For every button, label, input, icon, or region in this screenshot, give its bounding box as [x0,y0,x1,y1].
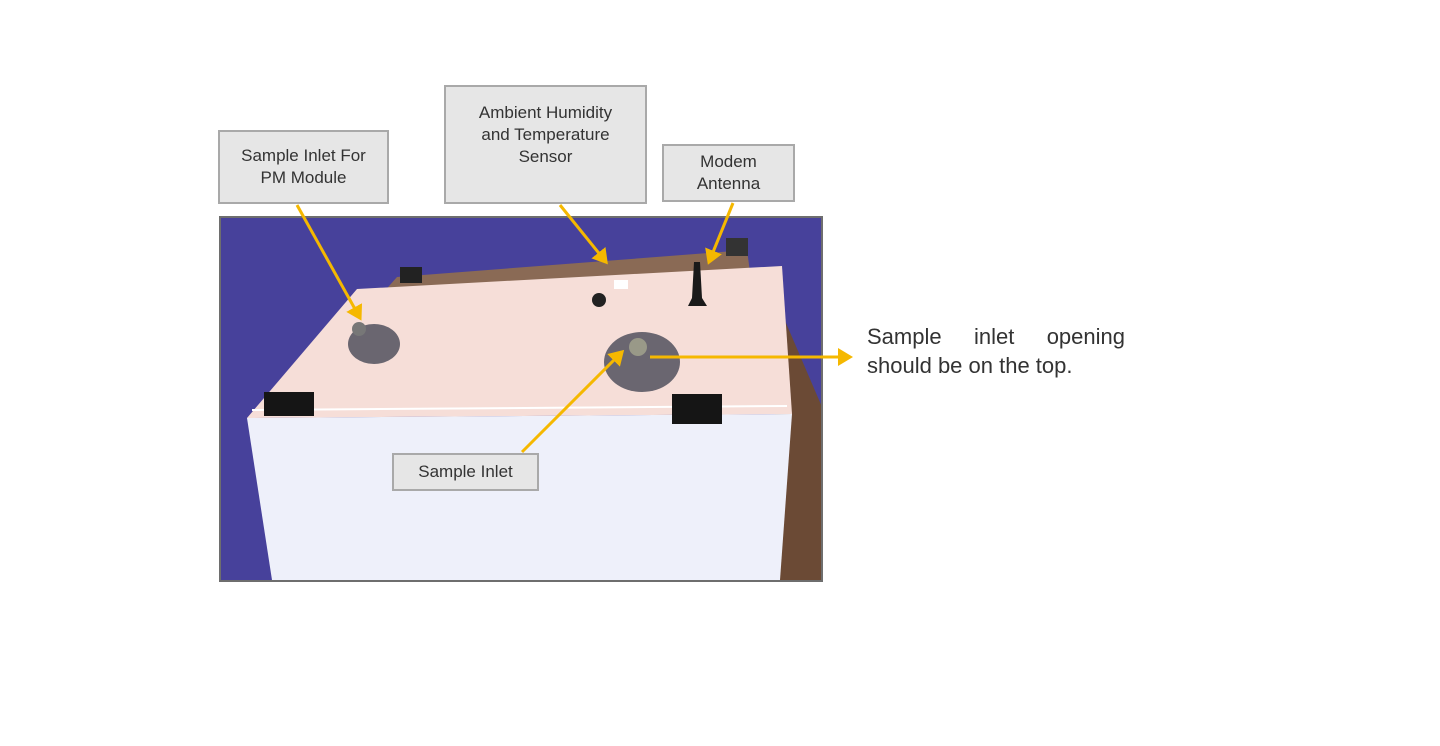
enclosure-photo [219,216,823,582]
arrow-sample-inlet [520,349,625,454]
inlet-note-line2: should be on the top. [867,353,1073,378]
label-humidity-sensor-text: Ambient Humidity and Temperature Sensor [478,102,613,166]
arrow-humidity-sensor [558,204,608,265]
label-modem-antenna: Modem Antenna [662,144,795,202]
inlet-note-line1: Sample inlet opening [867,324,1125,349]
label-humidity-sensor: Ambient Humidity and Temperature Sensor [444,85,647,204]
arrow-modem-antenna [705,202,735,265]
label-pm-inlet-text: Sample Inlet For PM Module [241,146,366,187]
inlet-note: Sample inlet opening should be on the to… [867,322,1125,380]
arrow-pm-inlet [295,204,363,321]
label-pm-inlet: Sample Inlet For PM Module [218,130,389,204]
label-sample-inlet-text: Sample Inlet [418,462,513,481]
label-modem-antenna-text: Modem Antenna [696,152,761,193]
label-sample-inlet: Sample Inlet [392,453,539,491]
